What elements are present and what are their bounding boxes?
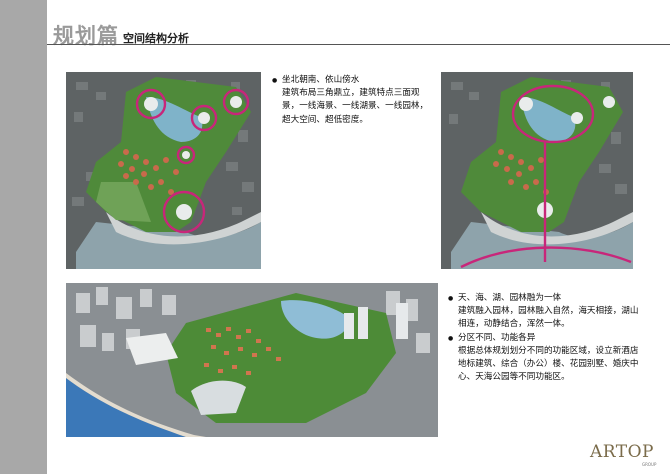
text-line: 分区不同、功能各异 (448, 332, 660, 345)
text-line: 坐北朝南、依山傍水 (272, 74, 432, 87)
aerial-render (66, 283, 438, 437)
text-line: 心、天海公园等不同功能区。 (458, 372, 570, 383)
text-line: 相连，动静结合，浑然一体。 (458, 319, 570, 330)
text-line: 天、海、湖、园林融为一体 (448, 292, 660, 305)
page-subtitle: 空间结构分析 (123, 32, 189, 45)
text-block-top: 坐北朝南、依山傍水 建筑布局三角鼎立，建筑特点三面观 景，一线海景、一线湖景、一… (272, 74, 432, 127)
text-line: 根据总体规划划分不同的功能区域，设立新酒店 (458, 345, 639, 356)
plan-map-triangle (66, 72, 261, 269)
title-divider (47, 44, 670, 45)
plan-map-axis (441, 72, 633, 269)
page-title: 规划篇 (53, 23, 119, 48)
text-line: 超大空间、超低密度。 (282, 114, 368, 125)
text-block-bottom: 天、海、湖、园林融为一体 建筑融入园林，园林融入自然，海天相接，湖山 相连，动静… (448, 292, 660, 384)
logo-text: ARTOP (590, 442, 654, 462)
text-line: 地标建筑、综合（办公）楼、花园别墅、婚庆中 (458, 359, 639, 370)
text-line: 景，一线海景、一线湖景、一线园林， (282, 101, 429, 112)
sidebar-bar (0, 0, 47, 474)
text-line: 建筑融入园林，园林融入自然，海天相接，湖山 (458, 306, 639, 317)
company-logo: ARTOP GROUP (590, 440, 660, 470)
text-line: 建筑布局三角鼎立，建筑特点三面观 (282, 88, 420, 99)
page-header: 规划篇 空间结构分析 (47, 0, 670, 50)
logo-tag: GROUP (642, 462, 657, 467)
